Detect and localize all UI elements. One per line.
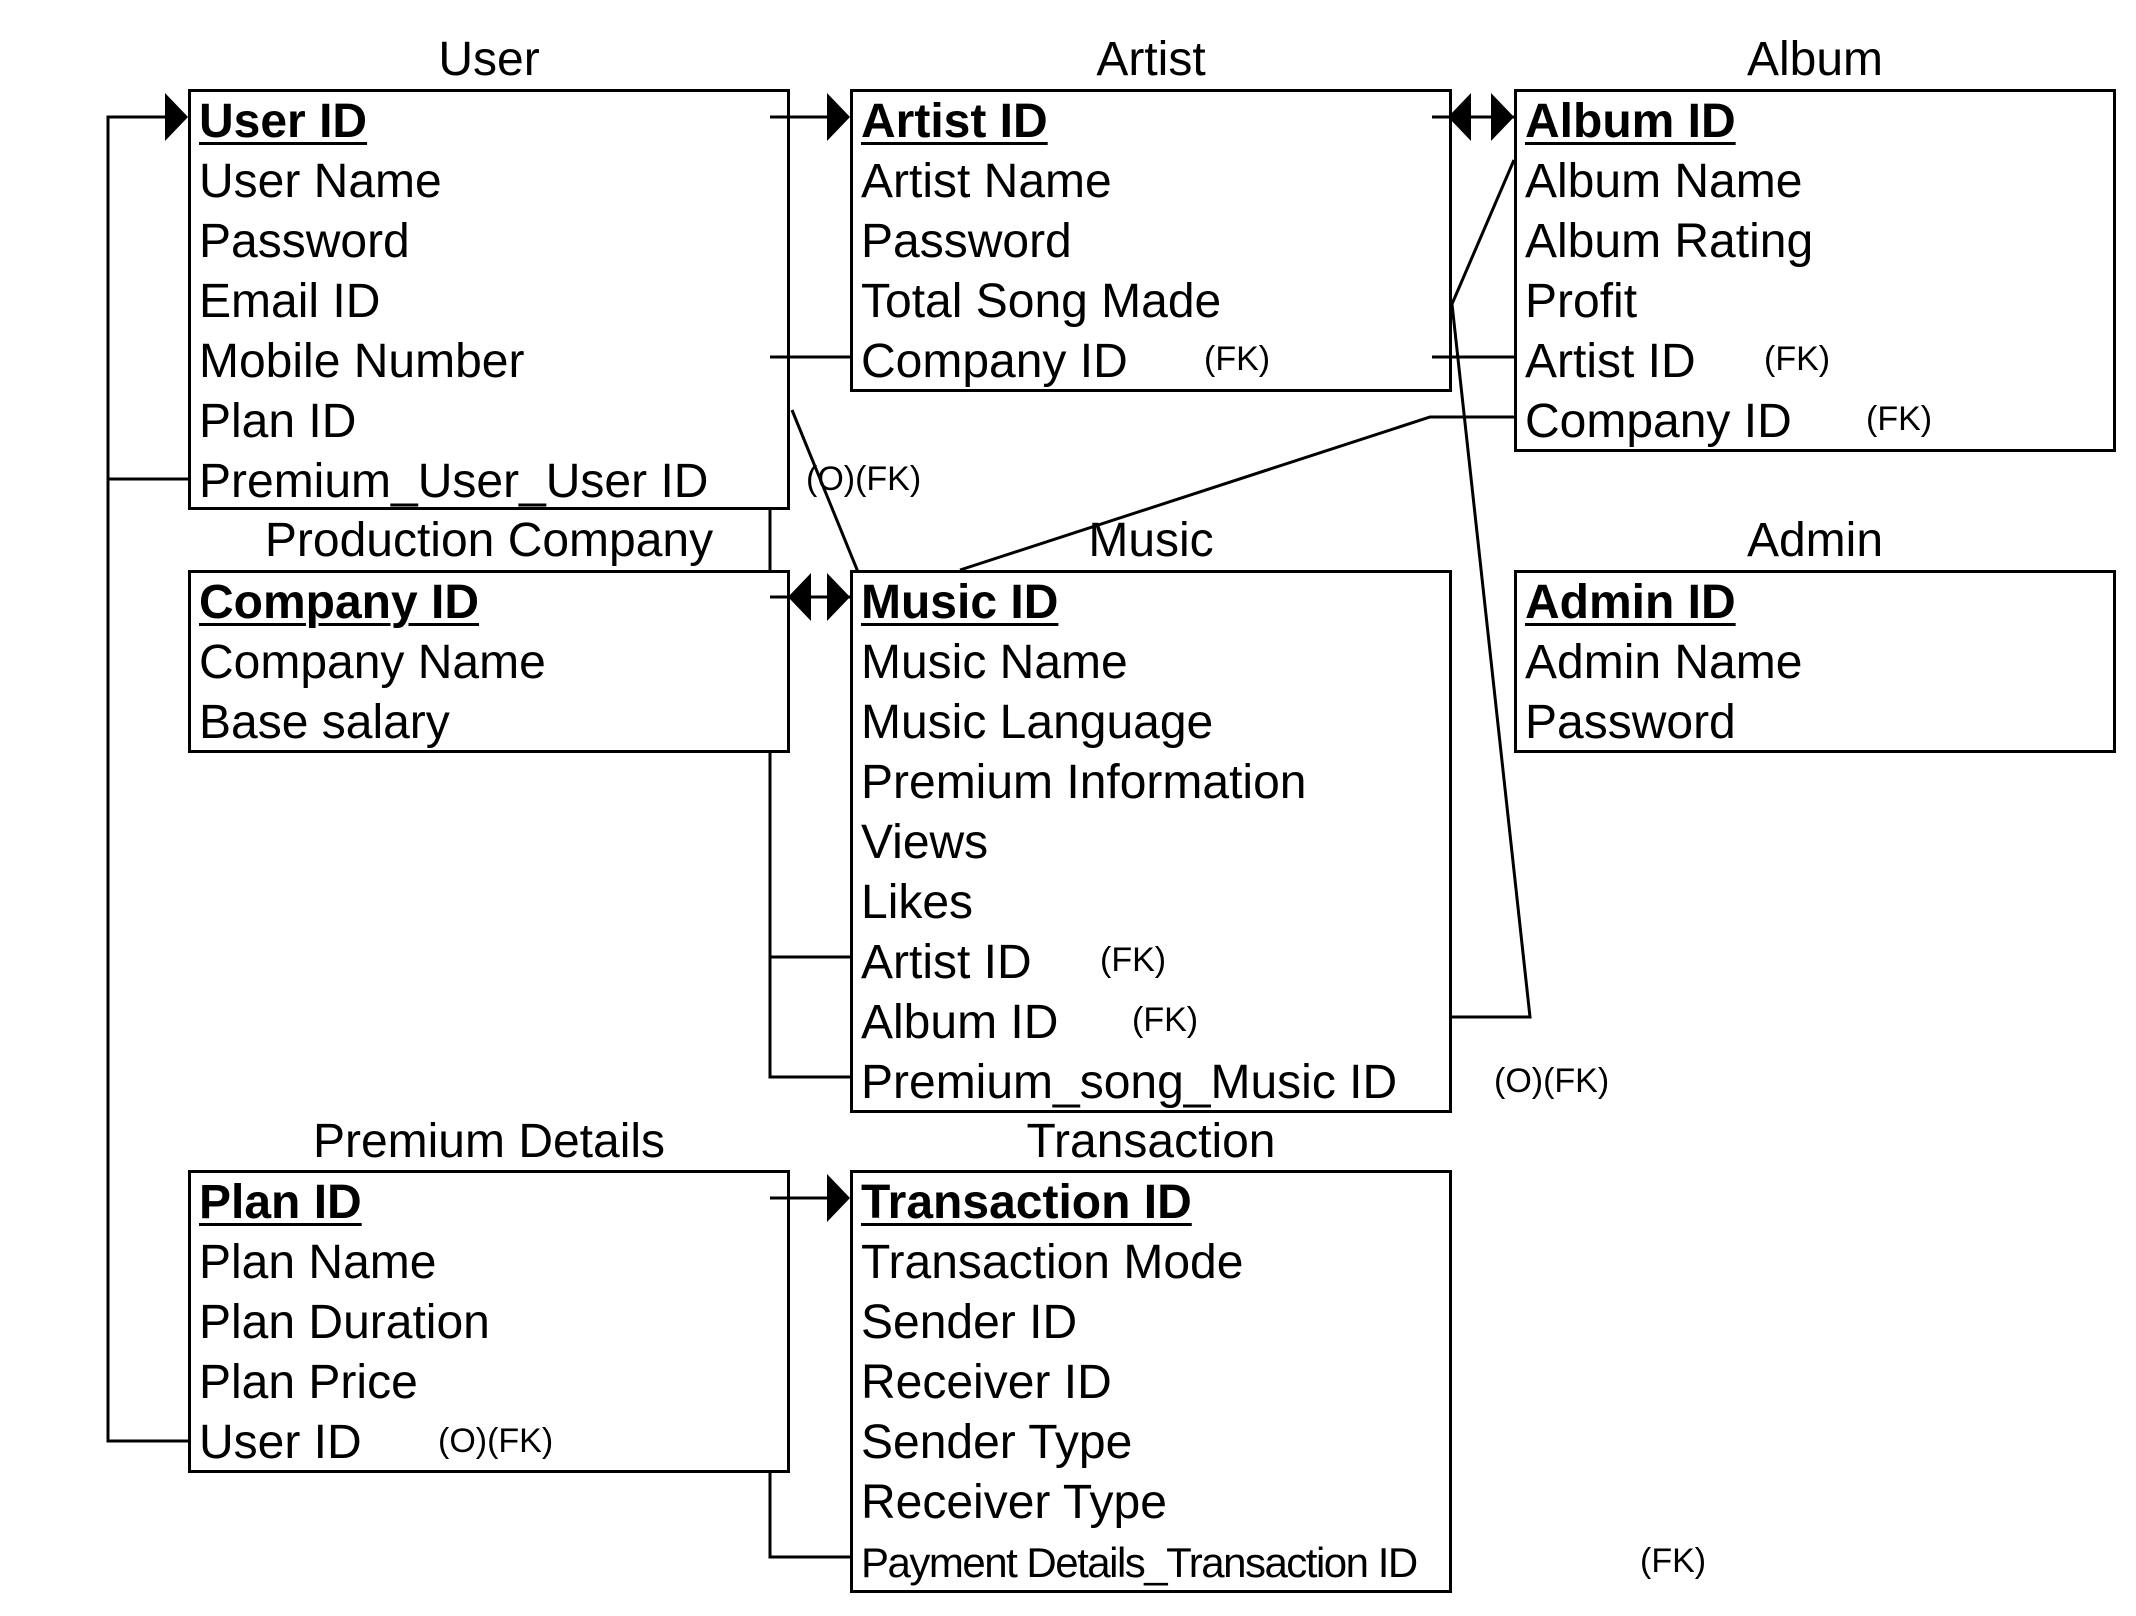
tag-music-premium-song-optional-fk: (O)(FK) xyxy=(1494,1062,1610,1100)
attribute-admin-name: Admin Name xyxy=(1525,636,1803,689)
entity-transaction: Transaction ID Transaction Mode Sender I… xyxy=(850,1170,1452,1593)
arrowhead-album-left xyxy=(1448,93,1471,141)
attribute-album-name: Album Name xyxy=(1525,155,1803,208)
attribute-user-id: User ID xyxy=(199,1416,362,1469)
arrowhead-music-right xyxy=(827,573,850,621)
arrowhead-transaction-id xyxy=(827,1174,850,1222)
attribute-views: Views xyxy=(861,816,989,869)
attribute-payment-details-transaction-id: Payment Details_Transaction ID xyxy=(861,1539,1418,1586)
entity-title-production-company: Production Company xyxy=(264,514,714,567)
entity-title-user: User xyxy=(438,33,540,86)
attribute-company-name: Company Name xyxy=(199,636,546,689)
entity-admin: Admin ID Admin Name Password xyxy=(1514,570,2116,753)
attribute-password: Password xyxy=(1525,696,1736,749)
attribute-password: Password xyxy=(199,215,410,268)
tag-music-artist-fk: (FK) xyxy=(1100,941,1167,979)
attribute-likes: Likes xyxy=(861,876,974,929)
attribute-album-rating: Album Rating xyxy=(1525,215,1814,268)
album-music-fk-line xyxy=(1450,303,1532,1019)
attribute-user-id: User ID xyxy=(199,95,368,148)
entity-title-transaction: Transaction xyxy=(1026,1115,1276,1168)
tag-transaction-payment-fk: (FK) xyxy=(1640,1542,1707,1580)
entity-production-company: Company ID Company Name Base salary xyxy=(188,570,790,753)
entity-title-music: Music xyxy=(1088,514,1214,567)
attribute-album-id: Album ID xyxy=(861,996,1059,1049)
entity-artist: Artist ID Artist Name Password Total Son… xyxy=(850,89,1452,392)
attribute-company-id: Company ID xyxy=(199,576,480,629)
attribute-premium-song-music-id: Premium_song_Music ID xyxy=(861,1056,1398,1109)
attribute-sender-id: Sender ID xyxy=(861,1296,1078,1349)
entity-title-admin: Admin xyxy=(1746,514,1884,567)
tag-album-artist-fk: (FK) xyxy=(1764,340,1831,378)
attribute-profit: Profit xyxy=(1525,275,1638,328)
arrowhead-user-id xyxy=(165,93,188,141)
arrowhead-company-left xyxy=(788,573,811,621)
attribute-artist-id: Artist ID xyxy=(861,936,1032,989)
attribute-premium-information: Premium Information xyxy=(861,756,1307,809)
attribute-plan-id: Plan ID xyxy=(199,1176,362,1229)
attribute-receiver-type: Receiver Type xyxy=(861,1476,1167,1529)
tag-album-company-fk: (FK) xyxy=(1866,400,1933,438)
tag-artist-company-fk: (FK) xyxy=(1204,340,1271,378)
premium-transaction-fk-line xyxy=(768,1471,850,1559)
arrowhead-artist-id xyxy=(827,93,850,141)
attribute-artist-id: Artist ID xyxy=(1525,335,1696,388)
attribute-total-song-made: Total Song Made xyxy=(861,275,1222,328)
entity-premium-details: Plan ID Plan Name Plan Duration Plan Pri… xyxy=(188,1170,790,1473)
attribute-plan-id: Plan ID xyxy=(199,395,357,448)
attribute-artist-id: Artist ID xyxy=(861,95,1048,148)
attribute-admin-id: Admin ID xyxy=(1525,576,1736,629)
attribute-music-id: Music ID xyxy=(861,576,1059,629)
entity-music: Music ID Music Name Music Language Premi… xyxy=(850,570,1452,1113)
company-music-fk-line xyxy=(768,750,850,1079)
premium-user-link-line xyxy=(106,479,188,1443)
attribute-plan-duration: Plan Duration xyxy=(199,1296,490,1349)
attribute-music-name: Music Name xyxy=(861,636,1128,689)
attribute-company-id: Company ID xyxy=(1525,395,1792,448)
entity-title-premium-details: Premium Details xyxy=(312,1115,666,1168)
tag-user-optional-fk: (O)(FK) xyxy=(806,460,922,498)
attribute-mobile-number: Mobile Number xyxy=(199,335,525,388)
user-self-reference-line xyxy=(106,115,188,481)
attribute-transaction-mode: Transaction Mode xyxy=(861,1236,1244,1289)
attribute-user-name: User Name xyxy=(199,155,442,208)
album-music-line xyxy=(959,415,1514,572)
artist-album-diagonal-line xyxy=(1450,159,1516,305)
attribute-album-id: Album ID xyxy=(1525,95,1736,148)
attribute-plan-name: Plan Name xyxy=(199,1236,437,1289)
attribute-premium-user-user-id: Premium_User_User ID xyxy=(199,455,709,508)
attribute-artist-name: Artist Name xyxy=(861,155,1112,208)
entity-title-album: Album xyxy=(1746,33,1884,86)
attribute-receiver-id: Receiver ID xyxy=(861,1356,1112,1409)
entity-user: User ID User Name Password Email ID Mobi… xyxy=(188,89,790,510)
tag-premium-user-optional-fk: (O)(FK) xyxy=(438,1422,554,1460)
attribute-password: Password xyxy=(861,215,1072,268)
user-music-line xyxy=(790,409,860,573)
entity-title-artist: Artist xyxy=(1096,33,1206,86)
arrowhead-album-right xyxy=(1491,93,1514,141)
attribute-music-language: Music Language xyxy=(861,696,1214,749)
attribute-sender-type: Sender Type xyxy=(861,1416,1133,1469)
tag-music-album-fk: (FK) xyxy=(1132,1001,1199,1039)
attribute-company-id: Company ID xyxy=(861,335,1128,388)
attribute-email-id: Email ID xyxy=(199,275,381,328)
attribute-base-salary: Base salary xyxy=(199,696,450,749)
attribute-plan-price: Plan Price xyxy=(199,1356,418,1409)
attribute-transaction-id: Transaction ID xyxy=(861,1176,1192,1229)
entity-album: Album ID Album Name Album Rating Profit … xyxy=(1514,89,2116,452)
